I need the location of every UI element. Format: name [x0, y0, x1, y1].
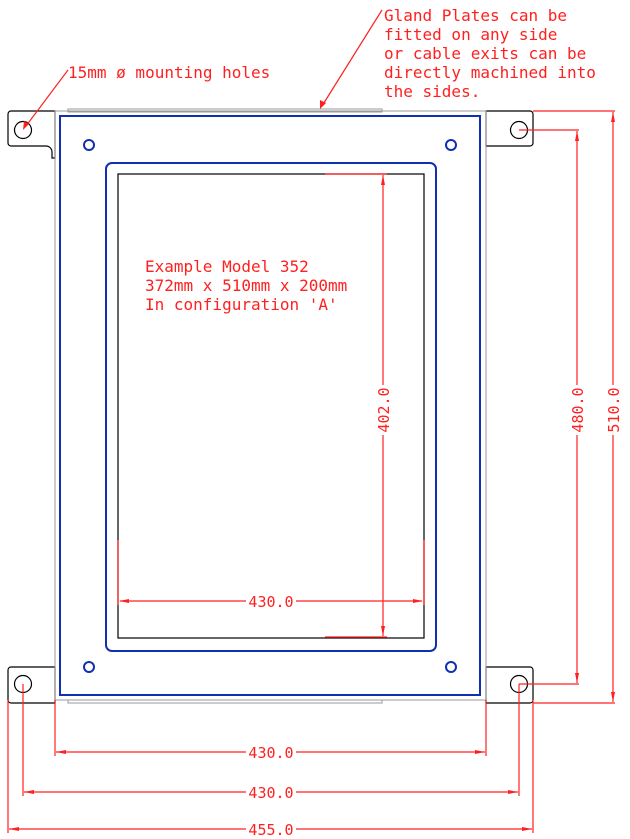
- note-line: Gland Plates can be: [384, 6, 567, 25]
- note-line: In configuration 'A': [145, 295, 338, 314]
- fixing-hole: [83, 139, 95, 151]
- gland-plates-note: Gland Plates can be fitted on any side o…: [384, 6, 596, 101]
- leader-lines: [23, 9, 383, 130]
- note-line: the sides.: [384, 82, 480, 101]
- window-frame: [105, 162, 437, 652]
- note-line: fitted on any side: [384, 25, 557, 44]
- dimension-lines: [7, 110, 615, 833]
- dim-inner-height: 402.0: [375, 387, 393, 432]
- mounting-holes-note: 15mm ø mounting holes: [68, 63, 270, 82]
- note-line: 372mm x 510mm x 200mm: [145, 276, 347, 295]
- dim-overall-height: 510.0: [605, 387, 623, 432]
- note-line: Example Model 352: [145, 257, 309, 276]
- door-outline: [59, 115, 481, 696]
- note-line: directly machined into: [384, 63, 596, 82]
- window-opening: [117, 173, 425, 639]
- note-line: or cable exits can be: [384, 44, 586, 63]
- dim-overall-width: 455.0: [248, 821, 293, 839]
- example-model-note: Example Model 352 372mm x 510mm x 200mm …: [145, 257, 347, 314]
- dim-hole-horizontal: 430.0: [248, 784, 293, 802]
- dim-inner-width: 430.0: [248, 593, 293, 611]
- dim-hole-vertical: 480.0: [569, 387, 587, 432]
- mounting-flanges: [7, 110, 534, 704]
- enclosure-body: [54, 108, 487, 704]
- fixing-hole: [83, 661, 95, 673]
- dim-body-width: 430.0: [248, 744, 293, 762]
- fixing-hole: [445, 139, 457, 151]
- fixing-hole: [445, 661, 457, 673]
